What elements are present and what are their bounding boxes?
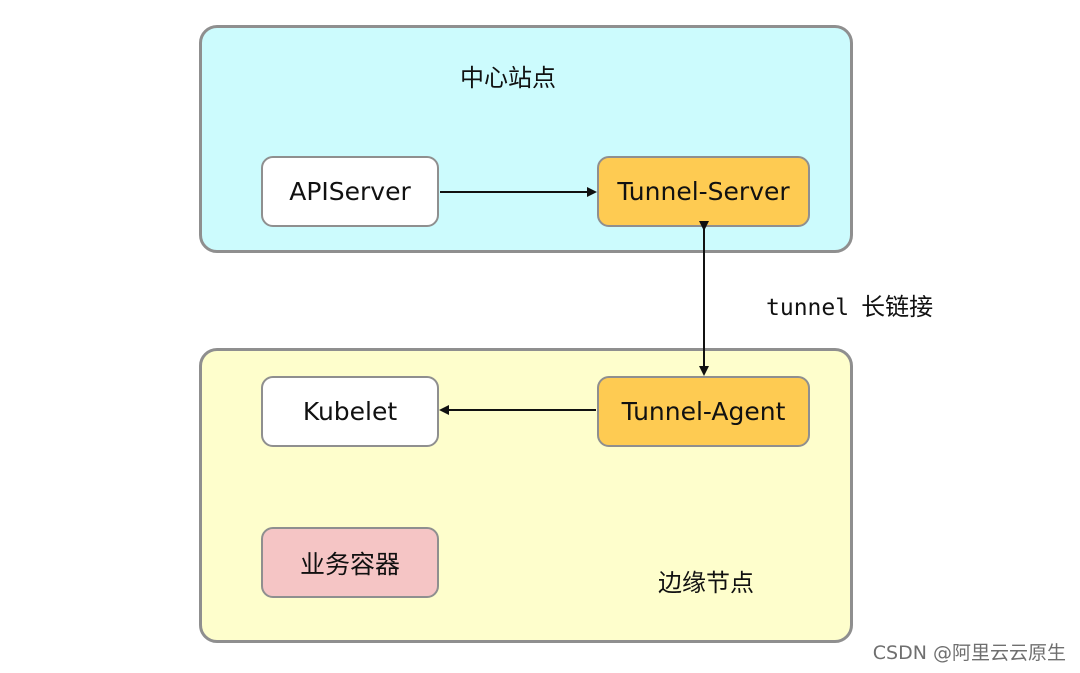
workload-container-label: 业务容器 xyxy=(299,549,400,579)
edge-node-title: 边缘节点 xyxy=(658,569,754,597)
tunnel-agent-node: Tunnel-Agent xyxy=(597,376,810,447)
workload-container-node: 业务容器 xyxy=(261,527,439,598)
apiserver-label: APIServer xyxy=(289,177,411,206)
kubelet-node: Kubelet xyxy=(261,376,439,447)
kubelet-label: Kubelet xyxy=(302,397,398,426)
tunnel-agent-label: Tunnel-Agent xyxy=(621,397,786,426)
center-site-title: 中心站点 xyxy=(460,64,556,92)
tunnel-server-label: Tunnel-Server xyxy=(617,177,790,206)
tunnel-link-code: tunnel xyxy=(766,295,850,321)
apiserver-node: APIServer xyxy=(261,156,439,227)
watermark: CSDN @阿里云云原生 xyxy=(872,642,1066,664)
tunnel-server-node: Tunnel-Server xyxy=(597,156,810,227)
tunnel-link-label: tunnel 长链接 xyxy=(766,287,933,322)
tunnel-link-text: 长链接 xyxy=(861,293,934,321)
